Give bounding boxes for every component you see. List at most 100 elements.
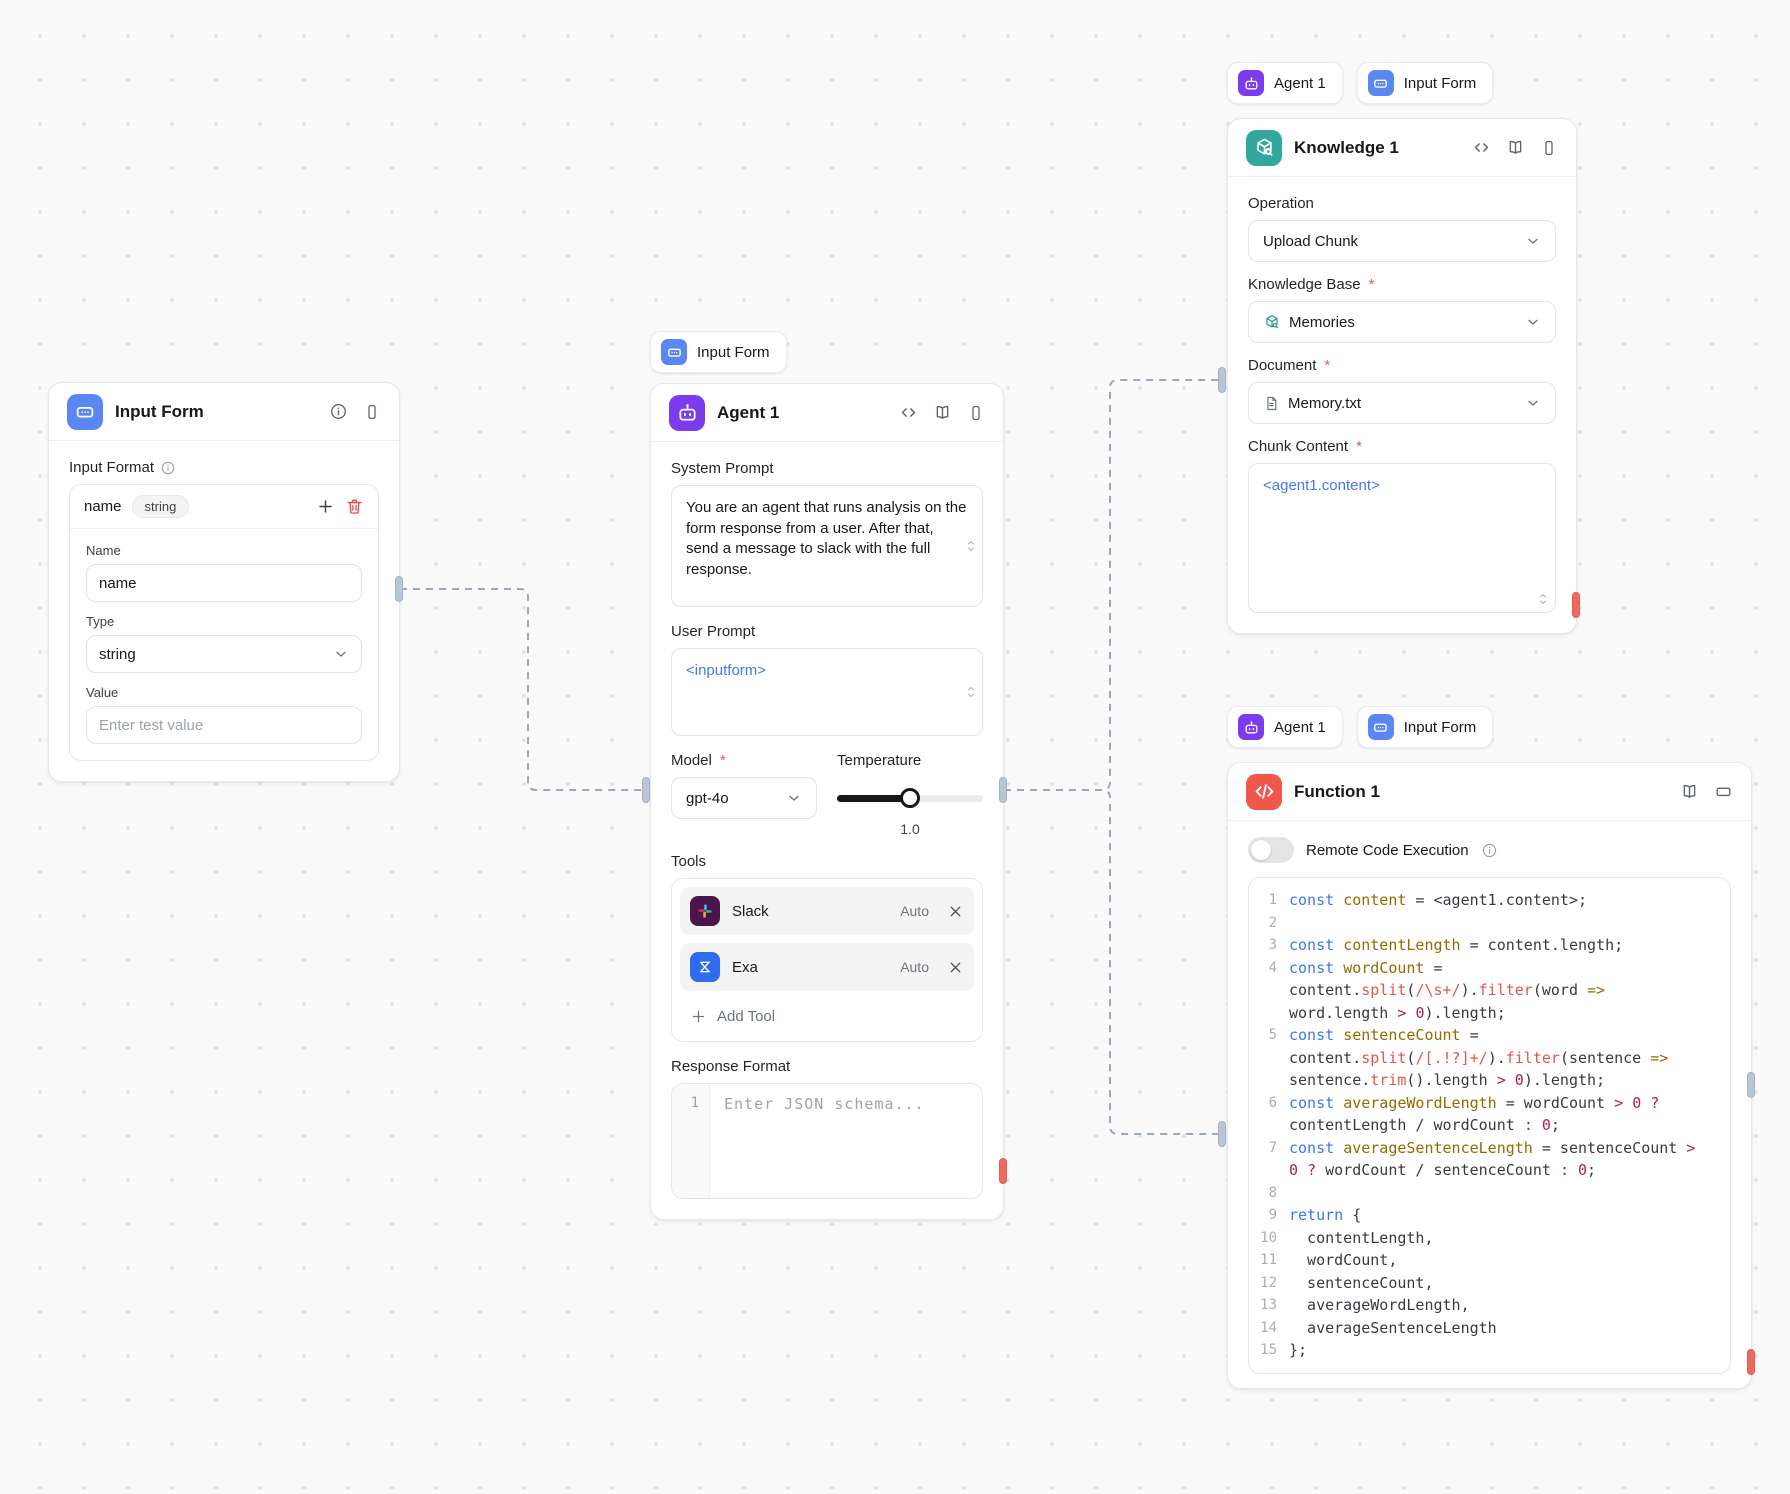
value-label: Value — [86, 685, 119, 700]
tool-row-exa[interactable]: Exa Auto — [680, 943, 974, 991]
info-icon[interactable] — [329, 402, 348, 421]
field-type-select[interactable]: string — [86, 635, 362, 673]
user-prompt-label: User Prompt — [671, 623, 756, 640]
edge-agent-knowledge — [1004, 379, 1223, 791]
required-mark: * — [1356, 438, 1362, 455]
template-ref-text: <agent1.content> — [1263, 477, 1380, 494]
output-handle-agent[interactable] — [999, 777, 1007, 803]
form-icon — [1367, 70, 1394, 96]
output-handle-function[interactable] — [1747, 1072, 1755, 1098]
json-schema-placeholder: Enter JSON schema... — [724, 1095, 925, 1113]
info-icon[interactable] — [160, 460, 176, 476]
form-icon — [661, 339, 687, 365]
chevron-down-icon — [1528, 400, 1538, 406]
error-handle-knowledge[interactable] — [1572, 592, 1580, 618]
field-name-input[interactable] — [86, 564, 362, 602]
chunk-content-textarea[interactable]: <agent1.content> — [1248, 463, 1556, 613]
user-prompt-textarea[interactable]: <inputform> — [671, 648, 983, 736]
ref-chip-inputform[interactable]: Input Form — [1356, 706, 1494, 748]
system-prompt-textarea[interactable]: You are an agent that runs analysis on t… — [671, 485, 983, 607]
code-line: content.split(/[.!?]+/).filter(sentence … — [1289, 1048, 1669, 1067]
input-handle-knowledge[interactable] — [1218, 367, 1226, 393]
ref-chip-agent1[interactable]: Agent 1 — [1227, 706, 1343, 748]
remove-tool-icon[interactable] — [947, 903, 964, 920]
mobile-preview-icon[interactable] — [1540, 139, 1558, 157]
node-header[interactable]: Input Form — [49, 383, 399, 441]
model-label: Model* — [671, 752, 726, 769]
input-handle-function[interactable] — [1218, 1121, 1226, 1147]
docs-icon[interactable] — [1506, 138, 1525, 157]
error-handle-agent[interactable] — [999, 1158, 1007, 1184]
input-form-node[interactable]: Input Form Input Format name string — [48, 382, 400, 782]
input-format-label: Input Format — [69, 459, 379, 476]
form-icon — [67, 393, 103, 430]
knowledge-base-select[interactable]: Memories — [1248, 301, 1556, 343]
error-handle-function[interactable] — [1747, 1349, 1755, 1375]
code-view-icon[interactable] — [1472, 138, 1491, 157]
panel-view-icon[interactable] — [1714, 782, 1733, 801]
code-line: 14 averageSentenceLength — [1260, 1318, 1497, 1337]
tool-row-slack[interactable]: Slack Auto — [680, 887, 974, 935]
code-line: word.length > 0).length; — [1289, 1003, 1506, 1022]
operation-label: Operation — [1248, 195, 1314, 212]
code-line: 10 contentLength, — [1260, 1228, 1434, 1247]
node-header[interactable]: Agent 1 — [651, 384, 1003, 442]
knowledge-node[interactable]: Knowledge 1 Operation Upload Chunk Kn — [1227, 118, 1577, 634]
knowledge-ref-chips: Agent 1 Input Form — [1227, 62, 1494, 104]
ref-chip-label: Agent 1 — [1274, 718, 1326, 736]
code-view-icon[interactable] — [899, 403, 918, 422]
input-handle-agent[interactable] — [642, 777, 650, 803]
agent-node[interactable]: Agent 1 System Prompt You are an agent t… — [650, 383, 1004, 1220]
knowledge-base-icon — [1263, 313, 1281, 331]
delete-field-icon[interactable] — [345, 497, 364, 516]
response-format-editor[interactable]: 1 Enter JSON schema... — [671, 1083, 983, 1199]
model-select[interactable]: gpt-4o — [671, 777, 817, 819]
remove-tool-icon[interactable] — [947, 959, 964, 976]
mobile-preview-icon[interactable] — [967, 404, 985, 422]
info-icon[interactable] — [1481, 842, 1498, 859]
ref-chip-inputform[interactable]: Input Form — [1356, 62, 1494, 104]
agent-ref-chips: Input Form — [650, 331, 787, 373]
output-handle-inputform[interactable] — [395, 576, 403, 602]
resize-handle-icon[interactable] — [1537, 592, 1549, 606]
ref-chip-inputform[interactable]: Input Form — [650, 331, 787, 373]
agent-icon — [669, 394, 705, 431]
tool-name: Slack — [732, 902, 769, 920]
add-tool-button[interactable]: Add Tool — [680, 999, 974, 1033]
operation-select[interactable]: Upload Chunk — [1248, 220, 1556, 262]
node-header[interactable]: Knowledge 1 — [1228, 119, 1576, 177]
resize-handle-icon[interactable] — [965, 539, 977, 553]
remote-code-execution-toggle[interactable] — [1248, 837, 1294, 863]
node-title: Function 1 — [1294, 781, 1380, 801]
document-select[interactable]: Memory.txt — [1248, 382, 1556, 424]
code-line: 2 — [1268, 914, 1277, 931]
input-field-card: name string Name Type string Value — [69, 484, 379, 761]
test-value-input[interactable] — [86, 706, 362, 744]
code-line: 11 wordCount, — [1260, 1251, 1398, 1269]
docs-icon[interactable] — [933, 403, 952, 422]
ref-chip-label: Agent 1 — [1274, 74, 1326, 92]
node-title: Knowledge 1 — [1294, 137, 1399, 157]
resize-handle-icon[interactable] — [965, 685, 977, 699]
mobile-preview-icon[interactable] — [363, 403, 381, 421]
temperature-slider[interactable] — [837, 777, 983, 819]
slider-thumb[interactable] — [900, 788, 920, 808]
exa-icon — [690, 952, 720, 982]
code-line: sentence.trim().length > 0).length; — [1289, 1071, 1606, 1089]
line-number: 1 — [672, 1084, 710, 1198]
ref-chip-agent1[interactable]: Agent 1 — [1227, 62, 1343, 104]
agent-icon — [1238, 714, 1264, 740]
add-field-icon[interactable] — [316, 497, 335, 516]
code-line: 15}; — [1260, 1341, 1308, 1359]
response-format-label: Response Format — [671, 1058, 791, 1075]
node-header[interactable]: Function 1 — [1228, 763, 1751, 821]
docs-icon[interactable] — [1680, 782, 1699, 801]
